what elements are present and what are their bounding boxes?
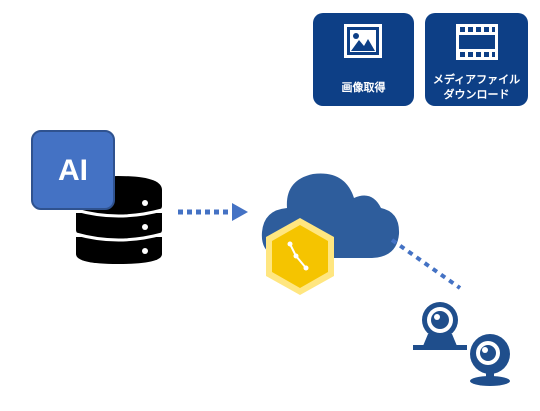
webcam-icon (413, 302, 467, 350)
image-capture-button[interactable]: 画像取得 (313, 13, 414, 106)
media-download-button[interactable]: メディアファイル ダウンロード (425, 13, 528, 106)
media-download-label-line2: ダウンロード (443, 88, 510, 101)
image-capture-label: 画像取得 (341, 81, 386, 94)
image-icon (344, 24, 382, 58)
media-download-label-line1: メディアファイル (432, 73, 521, 86)
camera-connector (390, 238, 462, 290)
ai-badge: AI (31, 130, 115, 210)
film-icon (456, 24, 498, 60)
data-flow-arrow (178, 203, 248, 221)
webcam-icon (470, 334, 510, 386)
hexagon-connection-icon (266, 218, 334, 295)
